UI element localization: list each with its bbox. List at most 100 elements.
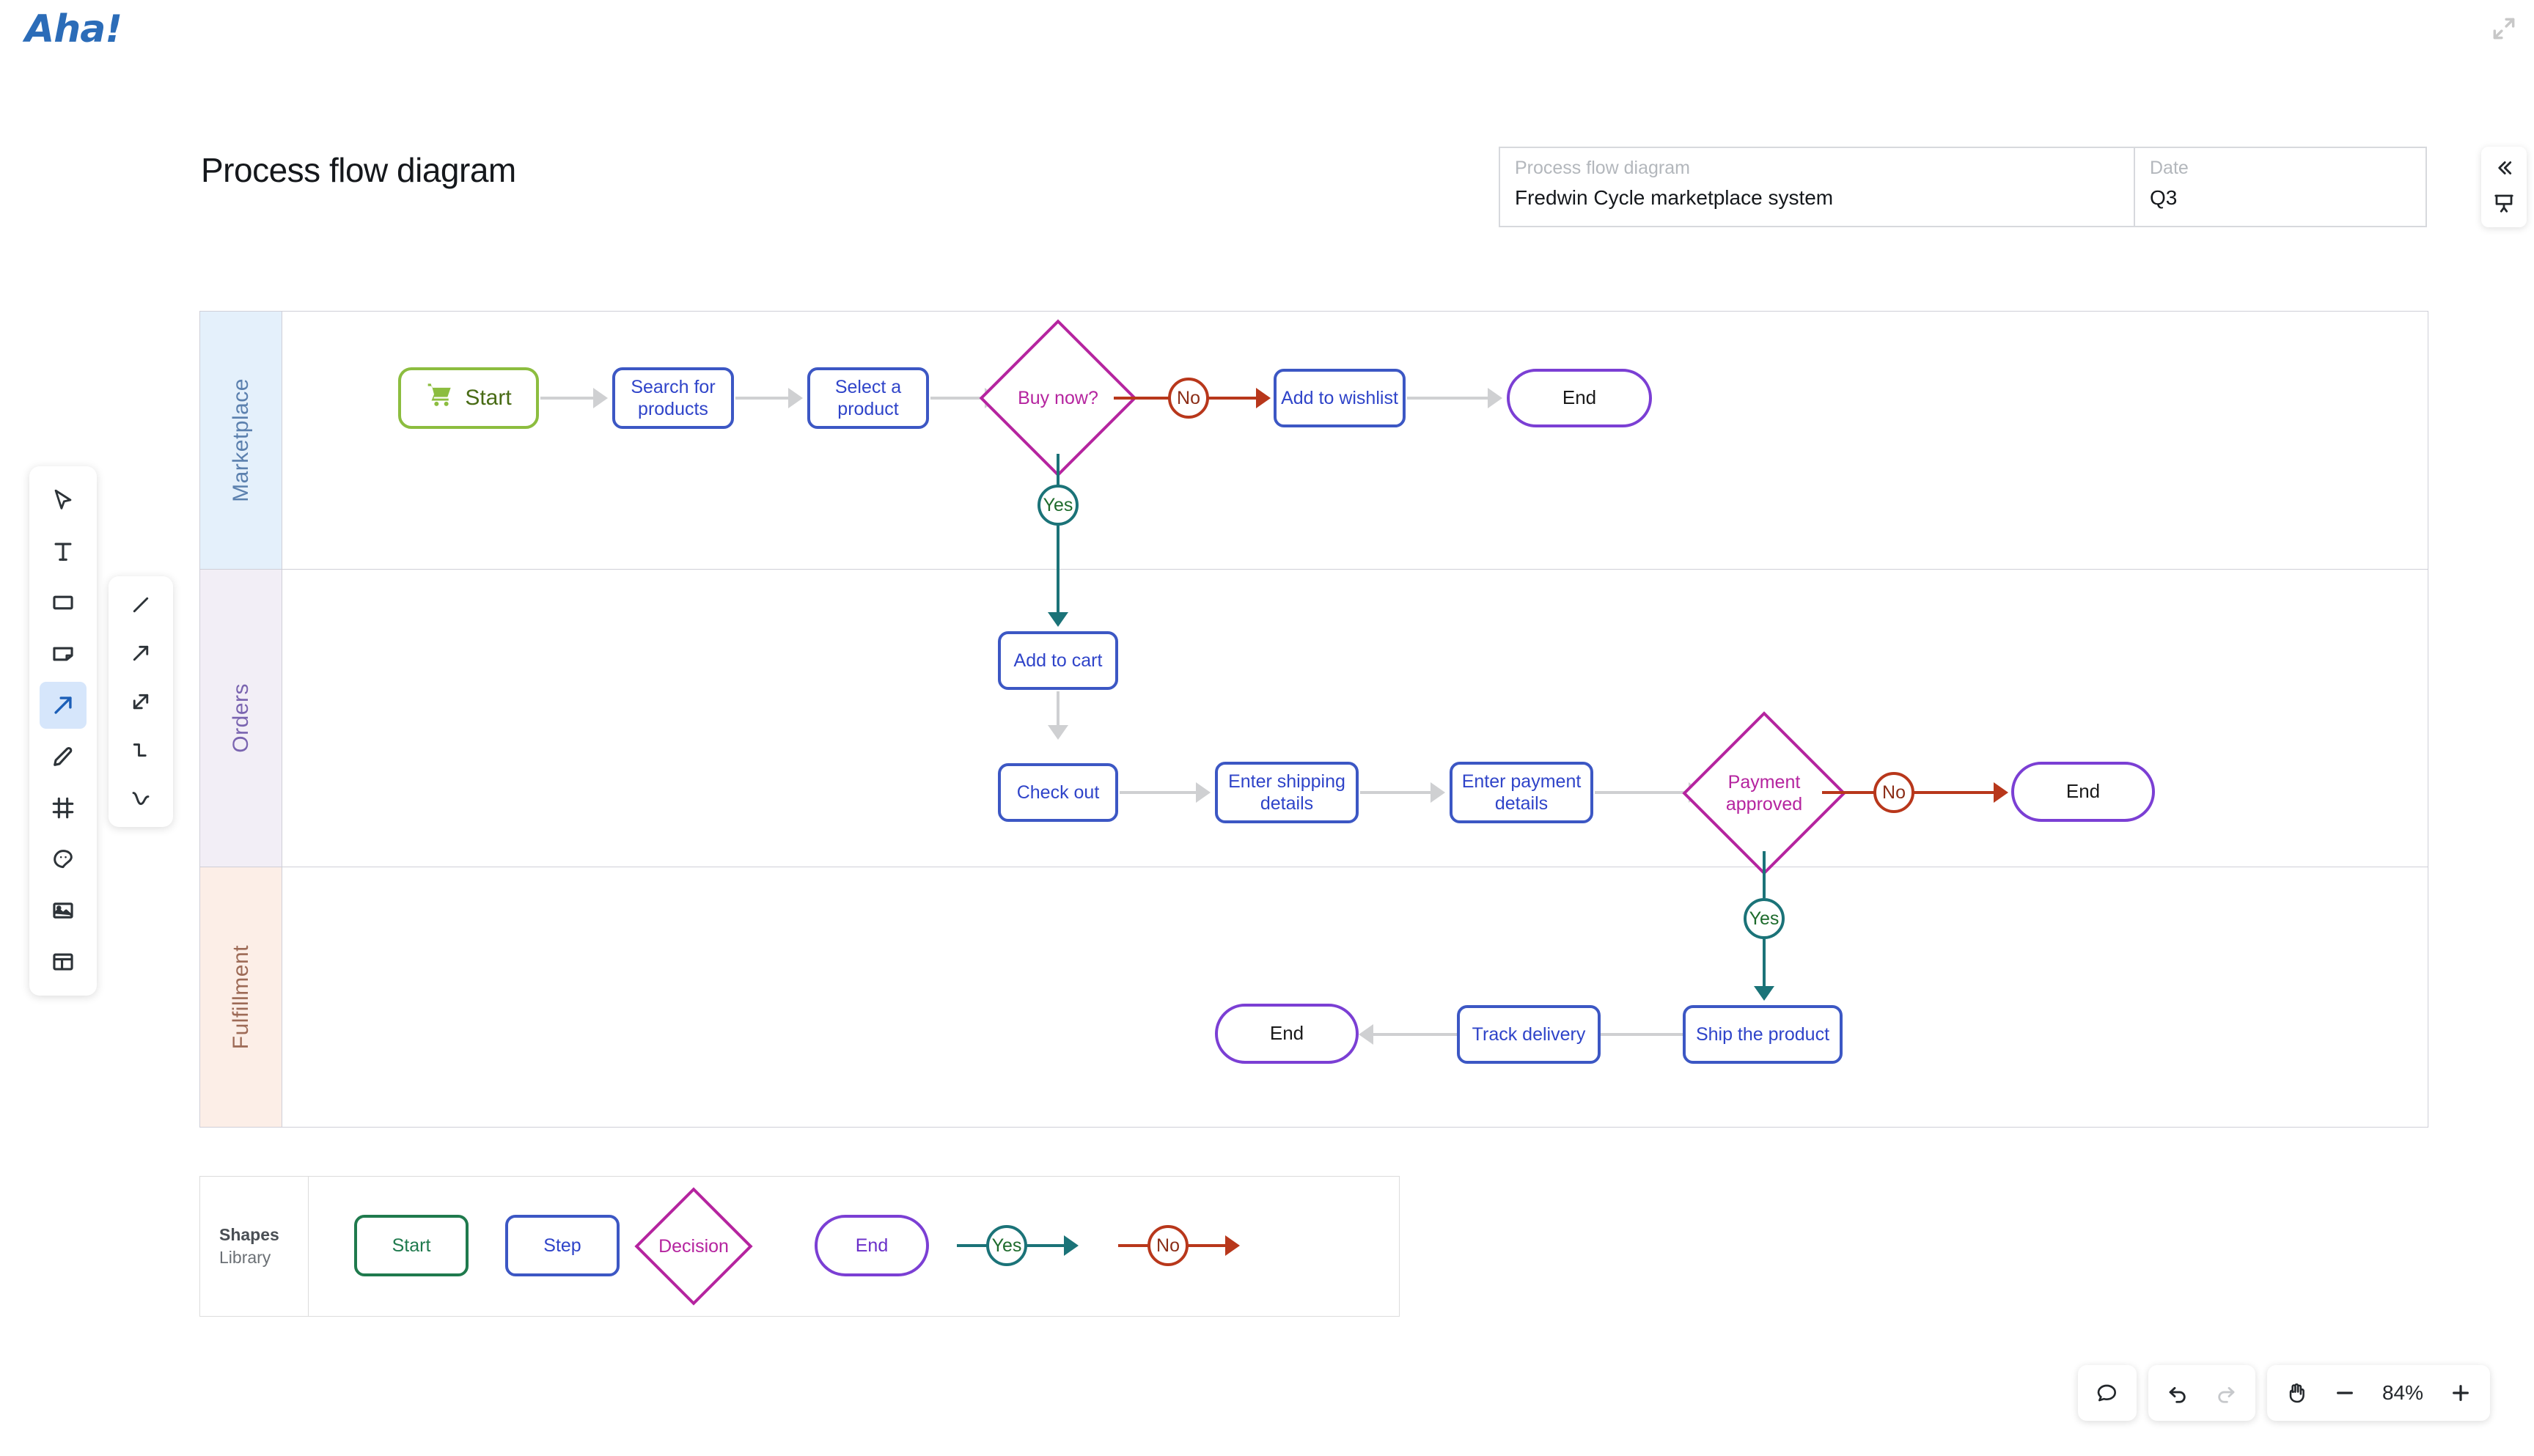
diagram-info-box: Process flow diagram Fredwin Cycle marke… — [1499, 147, 2427, 227]
connector-tool-icon[interactable] — [40, 682, 87, 729]
arrow-style-icon[interactable] — [119, 635, 163, 672]
lane-marketplace: Marketplace Start Search for products — [200, 312, 2428, 570]
library-end-shape[interactable]: End — [815, 1215, 929, 1276]
image-tool-icon[interactable] — [40, 887, 87, 934]
arrowhead-shipping-to-payment — [1431, 782, 1445, 803]
badge-yes-buy-now[interactable]: Yes — [1038, 485, 1079, 526]
info-cell-name[interactable]: Process flow diagram Fredwin Cycle marke… — [1500, 148, 2135, 226]
lane-body-marketplace: Start Search for products Select a produ… — [282, 312, 2428, 570]
connector-track-to-end[interactable] — [1373, 1033, 1457, 1036]
swimlane-board: Marketplace Start Search for products — [199, 311, 2428, 1128]
info-cell-date[interactable]: Date Q3 — [2135, 148, 2425, 226]
node-add-to-cart[interactable]: Add to cart — [998, 631, 1118, 690]
zoom-in-icon[interactable] — [2440, 1372, 2481, 1413]
elbow-style-icon[interactable] — [119, 732, 163, 768]
connector-yes-to-ship[interactable] — [1763, 938, 1766, 988]
zoom-level[interactable]: 84% — [2381, 1381, 2424, 1404]
lane-label-fulfillment: Fulfillment — [228, 944, 253, 1050]
badge-no-buy-now[interactable]: No — [1168, 378, 1209, 419]
node-track-delivery[interactable]: Track delivery — [1457, 1005, 1601, 1064]
line-style-icon[interactable] — [119, 587, 163, 623]
connector-checkout-to-shipping[interactable] — [1120, 791, 1196, 794]
connector-yes-to-cart-top[interactable] — [1057, 524, 1059, 570]
connector-yes-payment-in[interactable] — [1763, 867, 1766, 898]
lane-header-orders[interactable]: Orders — [200, 570, 282, 867]
lane-header-fulfillment[interactable]: Fulfillment — [200, 867, 282, 1127]
arrowhead-no-to-wishlist — [1256, 388, 1271, 408]
page-title[interactable]: Process flow diagram — [201, 151, 516, 189]
redo-icon[interactable] — [2206, 1372, 2247, 1413]
history-group — [2148, 1365, 2255, 1421]
lane-fulfillment: Fulfillment Yes Ship the product Track d… — [200, 867, 2428, 1127]
connector-start-to-search[interactable] — [540, 397, 593, 400]
node-end-fulfillment[interactable]: End — [1215, 1004, 1359, 1064]
library-decision-shape[interactable]: Decision — [634, 1187, 753, 1306]
badge-yes-payment[interactable]: Yes — [1744, 898, 1785, 939]
comment-icon[interactable] — [2087, 1372, 2128, 1413]
zoom-out-icon[interactable] — [2324, 1372, 2365, 1413]
text-tool-icon[interactable] — [40, 528, 87, 575]
connector-payment-to-no[interactable] — [1822, 791, 1894, 794]
node-search-for-products[interactable]: Search for products — [612, 367, 734, 429]
node-add-to-wishlist[interactable]: Add to wishlist — [1274, 369, 1406, 427]
arrowhead-checkout-to-shipping — [1196, 782, 1211, 803]
sticky-note-tool-icon[interactable] — [40, 630, 87, 677]
node-payment-approved-decision[interactable]: Payment approved — [1682, 711, 1846, 875]
node-ship-the-product[interactable]: Ship the product — [1683, 1005, 1843, 1064]
double-arrow-style-icon[interactable] — [119, 683, 163, 720]
node-buy-now-decision[interactable]: Buy now? — [979, 319, 1137, 477]
connector-wishlist-to-end[interactable] — [1407, 397, 1488, 400]
badge-no-payment[interactable]: No — [1873, 772, 1914, 813]
library-no-connector-line[interactable] — [1118, 1244, 1150, 1247]
connector-no-to-end-orders[interactable] — [1913, 791, 1994, 794]
connector-select-to-decision[interactable] — [930, 397, 985, 400]
right-side-panel — [2481, 147, 2527, 227]
lane-label-marketplace: Marketplace — [228, 378, 253, 502]
connector-no-to-wishlist[interactable] — [1208, 397, 1256, 400]
node-end-orders[interactable]: End — [2011, 762, 2155, 822]
library-no-connector-line-2[interactable] — [1187, 1244, 1225, 1247]
library-step-shape[interactable]: Step — [505, 1215, 620, 1276]
library-yes-badge[interactable]: Yes — [986, 1225, 1027, 1266]
node-payment-approved-label: Payment approved — [1725, 771, 1803, 815]
node-select-a-product[interactable]: Select a product — [807, 367, 929, 429]
node-start[interactable]: Start — [398, 367, 539, 429]
node-enter-payment-details[interactable]: Enter payment details — [1450, 762, 1593, 823]
template-tool-icon[interactable] — [40, 938, 87, 985]
node-end-marketplace[interactable]: End — [1507, 369, 1652, 427]
library-yes-connector-line-2[interactable] — [1026, 1244, 1064, 1247]
present-icon[interactable] — [2490, 189, 2518, 217]
aha-logo[interactable]: Aha! — [25, 7, 122, 51]
library-no-badge[interactable]: No — [1147, 1225, 1189, 1266]
connector-buynow-to-yes[interactable] — [1057, 454, 1059, 507]
arrowhead-track-to-end — [1359, 1024, 1373, 1045]
minimize-icon[interactable] — [2490, 15, 2518, 43]
connector-cart-to-checkout[interactable] — [1057, 691, 1059, 727]
connector-yes-to-cart[interactable] — [1057, 570, 1059, 612]
connector-payment-to-decision[interactable] — [1595, 791, 1689, 794]
curve-style-icon[interactable] — [119, 780, 163, 817]
pan-hand-icon[interactable] — [2276, 1372, 2317, 1413]
connector-payment-to-yes-top[interactable] — [1763, 851, 1766, 876]
node-enter-shipping-details[interactable]: Enter shipping details — [1215, 762, 1359, 823]
shapes-library-title: Shapes — [219, 1225, 279, 1244]
connector-ship-to-track[interactable] — [1599, 1033, 1683, 1036]
select-tool-icon[interactable] — [40, 477, 87, 523]
library-start-shape[interactable]: Start — [354, 1215, 469, 1276]
shapes-library-header: Shapes Library — [200, 1177, 309, 1316]
sticker-tool-icon[interactable] — [40, 836, 87, 883]
rectangle-tool-icon[interactable] — [40, 579, 87, 626]
library-decision-label: Decision — [658, 1236, 729, 1257]
connector-buynow-to-no[interactable] — [1114, 397, 1190, 400]
arrowhead-cart-to-checkout — [1048, 725, 1068, 740]
connector-shipping-to-payment[interactable] — [1360, 791, 1431, 794]
lane-header-marketplace[interactable]: Marketplace — [200, 312, 282, 569]
connector-search-to-select[interactable] — [735, 397, 788, 400]
library-yes-connector-line[interactable] — [957, 1244, 989, 1247]
frame-tool-icon[interactable] — [40, 784, 87, 831]
bottom-controls: 84% — [2078, 1365, 2490, 1421]
undo-icon[interactable] — [2157, 1372, 2198, 1413]
collapse-panel-icon[interactable] — [2490, 154, 2518, 182]
node-check-out[interactable]: Check out — [998, 763, 1118, 822]
pencil-tool-icon[interactable] — [40, 733, 87, 780]
